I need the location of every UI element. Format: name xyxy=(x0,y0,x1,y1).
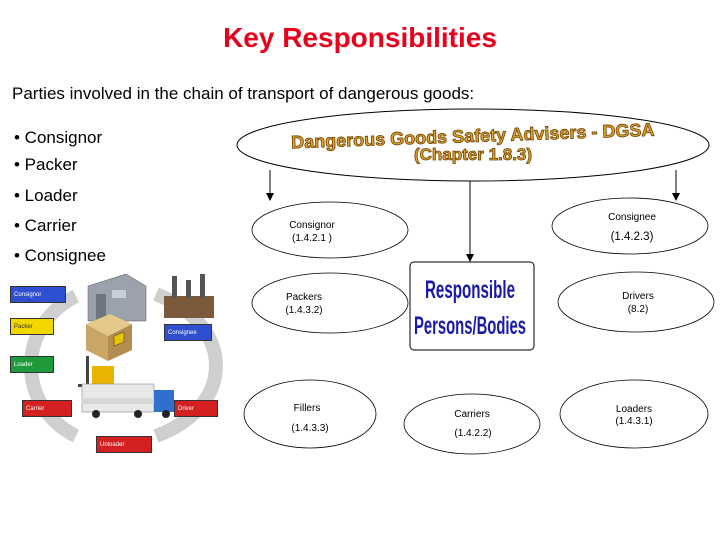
drivers-name: Drivers xyxy=(622,291,654,302)
carriers-ref: (1.4.2.2) xyxy=(454,428,491,439)
dgsa-ellipse xyxy=(236,108,710,182)
bullet-packer: • Packer xyxy=(14,155,78,174)
bullet-carrier: • Carrier xyxy=(14,216,77,235)
packers-node xyxy=(251,272,409,334)
truck-icon xyxy=(81,383,174,418)
responsible-box xyxy=(409,261,535,351)
factory-icon xyxy=(164,274,214,318)
dgsa-chapter: (Chapter 1.8.3) xyxy=(414,145,532,164)
drivers-node xyxy=(557,271,715,333)
illus-unloader-box: Unloader xyxy=(96,436,152,453)
illus-packer-box: Packer xyxy=(10,318,54,335)
consignee-node xyxy=(551,197,709,255)
consignor-ref: (1.4.2.1 ) xyxy=(292,233,332,244)
bullet-consignee: • Consignee xyxy=(14,246,106,265)
consignee-name: Consignee xyxy=(608,212,656,223)
responsible-label: Responsible xyxy=(425,276,515,304)
bullet-consignor: • Consignor xyxy=(14,128,103,147)
bullet-loader: • Loader xyxy=(14,186,78,205)
fillers-node xyxy=(243,379,377,449)
fillers-ref: (1.4.3.3) xyxy=(291,423,328,434)
consignor-node xyxy=(251,201,409,259)
loaders-name: Loaders xyxy=(616,404,652,415)
consignee-ref: (1.4.2.3) xyxy=(611,231,654,243)
consignor-name: Consignor xyxy=(289,220,335,231)
fillers-name: Fillers xyxy=(294,403,321,414)
carriers-name: Carriers xyxy=(454,409,490,420)
loaders-ref: (1.4.3.1) xyxy=(615,416,652,427)
illus-carrier-box: Carrier xyxy=(22,400,72,417)
transport-chain-illustration: Consignor Packer Consignee Loader Carrie… xyxy=(6,266,250,456)
chain-arrows xyxy=(24,273,223,443)
drivers-ref: (8.2) xyxy=(628,304,649,315)
packers-ref: (1.4.3.2) xyxy=(285,305,322,316)
illus-loader-box: Loader xyxy=(10,356,54,373)
illus-consignee-box: Consignee xyxy=(164,324,212,341)
loaders-node xyxy=(559,379,709,449)
illus-consignor-box: Consignor xyxy=(10,286,66,303)
warehouse-icon xyxy=(87,273,147,322)
illus-driver-box: Driver xyxy=(174,400,218,417)
packers-name: Packers xyxy=(286,292,322,303)
package-icon xyxy=(86,314,132,361)
page-title: Key Responsibilities xyxy=(223,22,497,53)
persons-bodies-label: Persons/Bodies xyxy=(414,312,526,340)
carriers-node xyxy=(403,393,541,455)
subtitle: Parties involved in the chain of transpo… xyxy=(12,84,475,103)
